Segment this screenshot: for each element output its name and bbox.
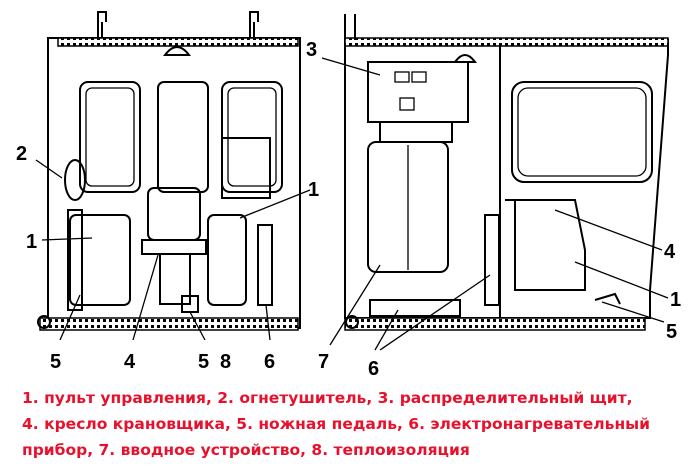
label-8: 8: [220, 351, 231, 373]
label-4-side: 4: [664, 241, 676, 263]
control-panel-left: [69, 214, 131, 306]
seat: [141, 239, 207, 255]
label-5b: 5: [198, 351, 209, 373]
front-view: [35, 11, 311, 341]
label-4: 4: [124, 351, 136, 373]
hook-left: [97, 11, 107, 38]
label-5: 5: [50, 351, 61, 373]
label-2: 2: [16, 143, 27, 165]
legend-caption: 1. пульт управления, 2. огнетушитель, 3.…: [22, 385, 692, 463]
window-center: [157, 81, 209, 193]
distribution-board: [367, 61, 469, 123]
caption-line-3: прибор, 7. вводное устройство, 8. теплои…: [22, 441, 470, 459]
front-view-labels: 2 1 5 4 5 8 6 1: [16, 143, 319, 373]
cabinet: [221, 137, 271, 199]
extinguisher: [64, 159, 86, 201]
heater-right: [257, 224, 273, 306]
cabin-drawing: 2 1 5 4 5 8 6 1 3 7: [16, 11, 681, 380]
label-1b: 1: [308, 179, 319, 201]
floor-insulation-side: [344, 317, 646, 331]
heater-side: [484, 214, 500, 306]
input-device: [367, 141, 449, 273]
window-side: [511, 81, 653, 183]
label-3: 3: [306, 39, 317, 61]
roof-insulation-side: [344, 37, 669, 47]
window-left: [79, 81, 141, 193]
caption-line-2: 4. кресло крановщика, 5. ножная педаль, …: [22, 415, 651, 433]
lamp: [162, 46, 192, 56]
roof-insulation: [57, 37, 299, 47]
control-console: [505, 199, 586, 291]
label-7: 7: [318, 351, 329, 373]
label-1-side: 1: [670, 289, 681, 311]
label-6: 6: [264, 351, 275, 373]
seat-back: [147, 187, 201, 241]
hook-right: [249, 11, 259, 38]
heater-floor: [369, 299, 461, 317]
lamp-side: [453, 54, 477, 63]
heater-left: [67, 209, 83, 311]
side-view: [37, 14, 669, 351]
side-view-labels: 3 7 6 4 1 5: [306, 39, 681, 380]
label-6-side: 6: [368, 358, 379, 380]
floor-insulation: [39, 317, 299, 331]
caption-line-1: 1. пульт управления, 2. огнетушитель, 3.…: [22, 389, 633, 407]
label-5-side: 5: [666, 321, 677, 343]
control-panel-right: [207, 214, 247, 306]
seat-column: [159, 254, 191, 305]
pedal-side: [594, 292, 621, 305]
label-1: 1: [26, 231, 37, 253]
